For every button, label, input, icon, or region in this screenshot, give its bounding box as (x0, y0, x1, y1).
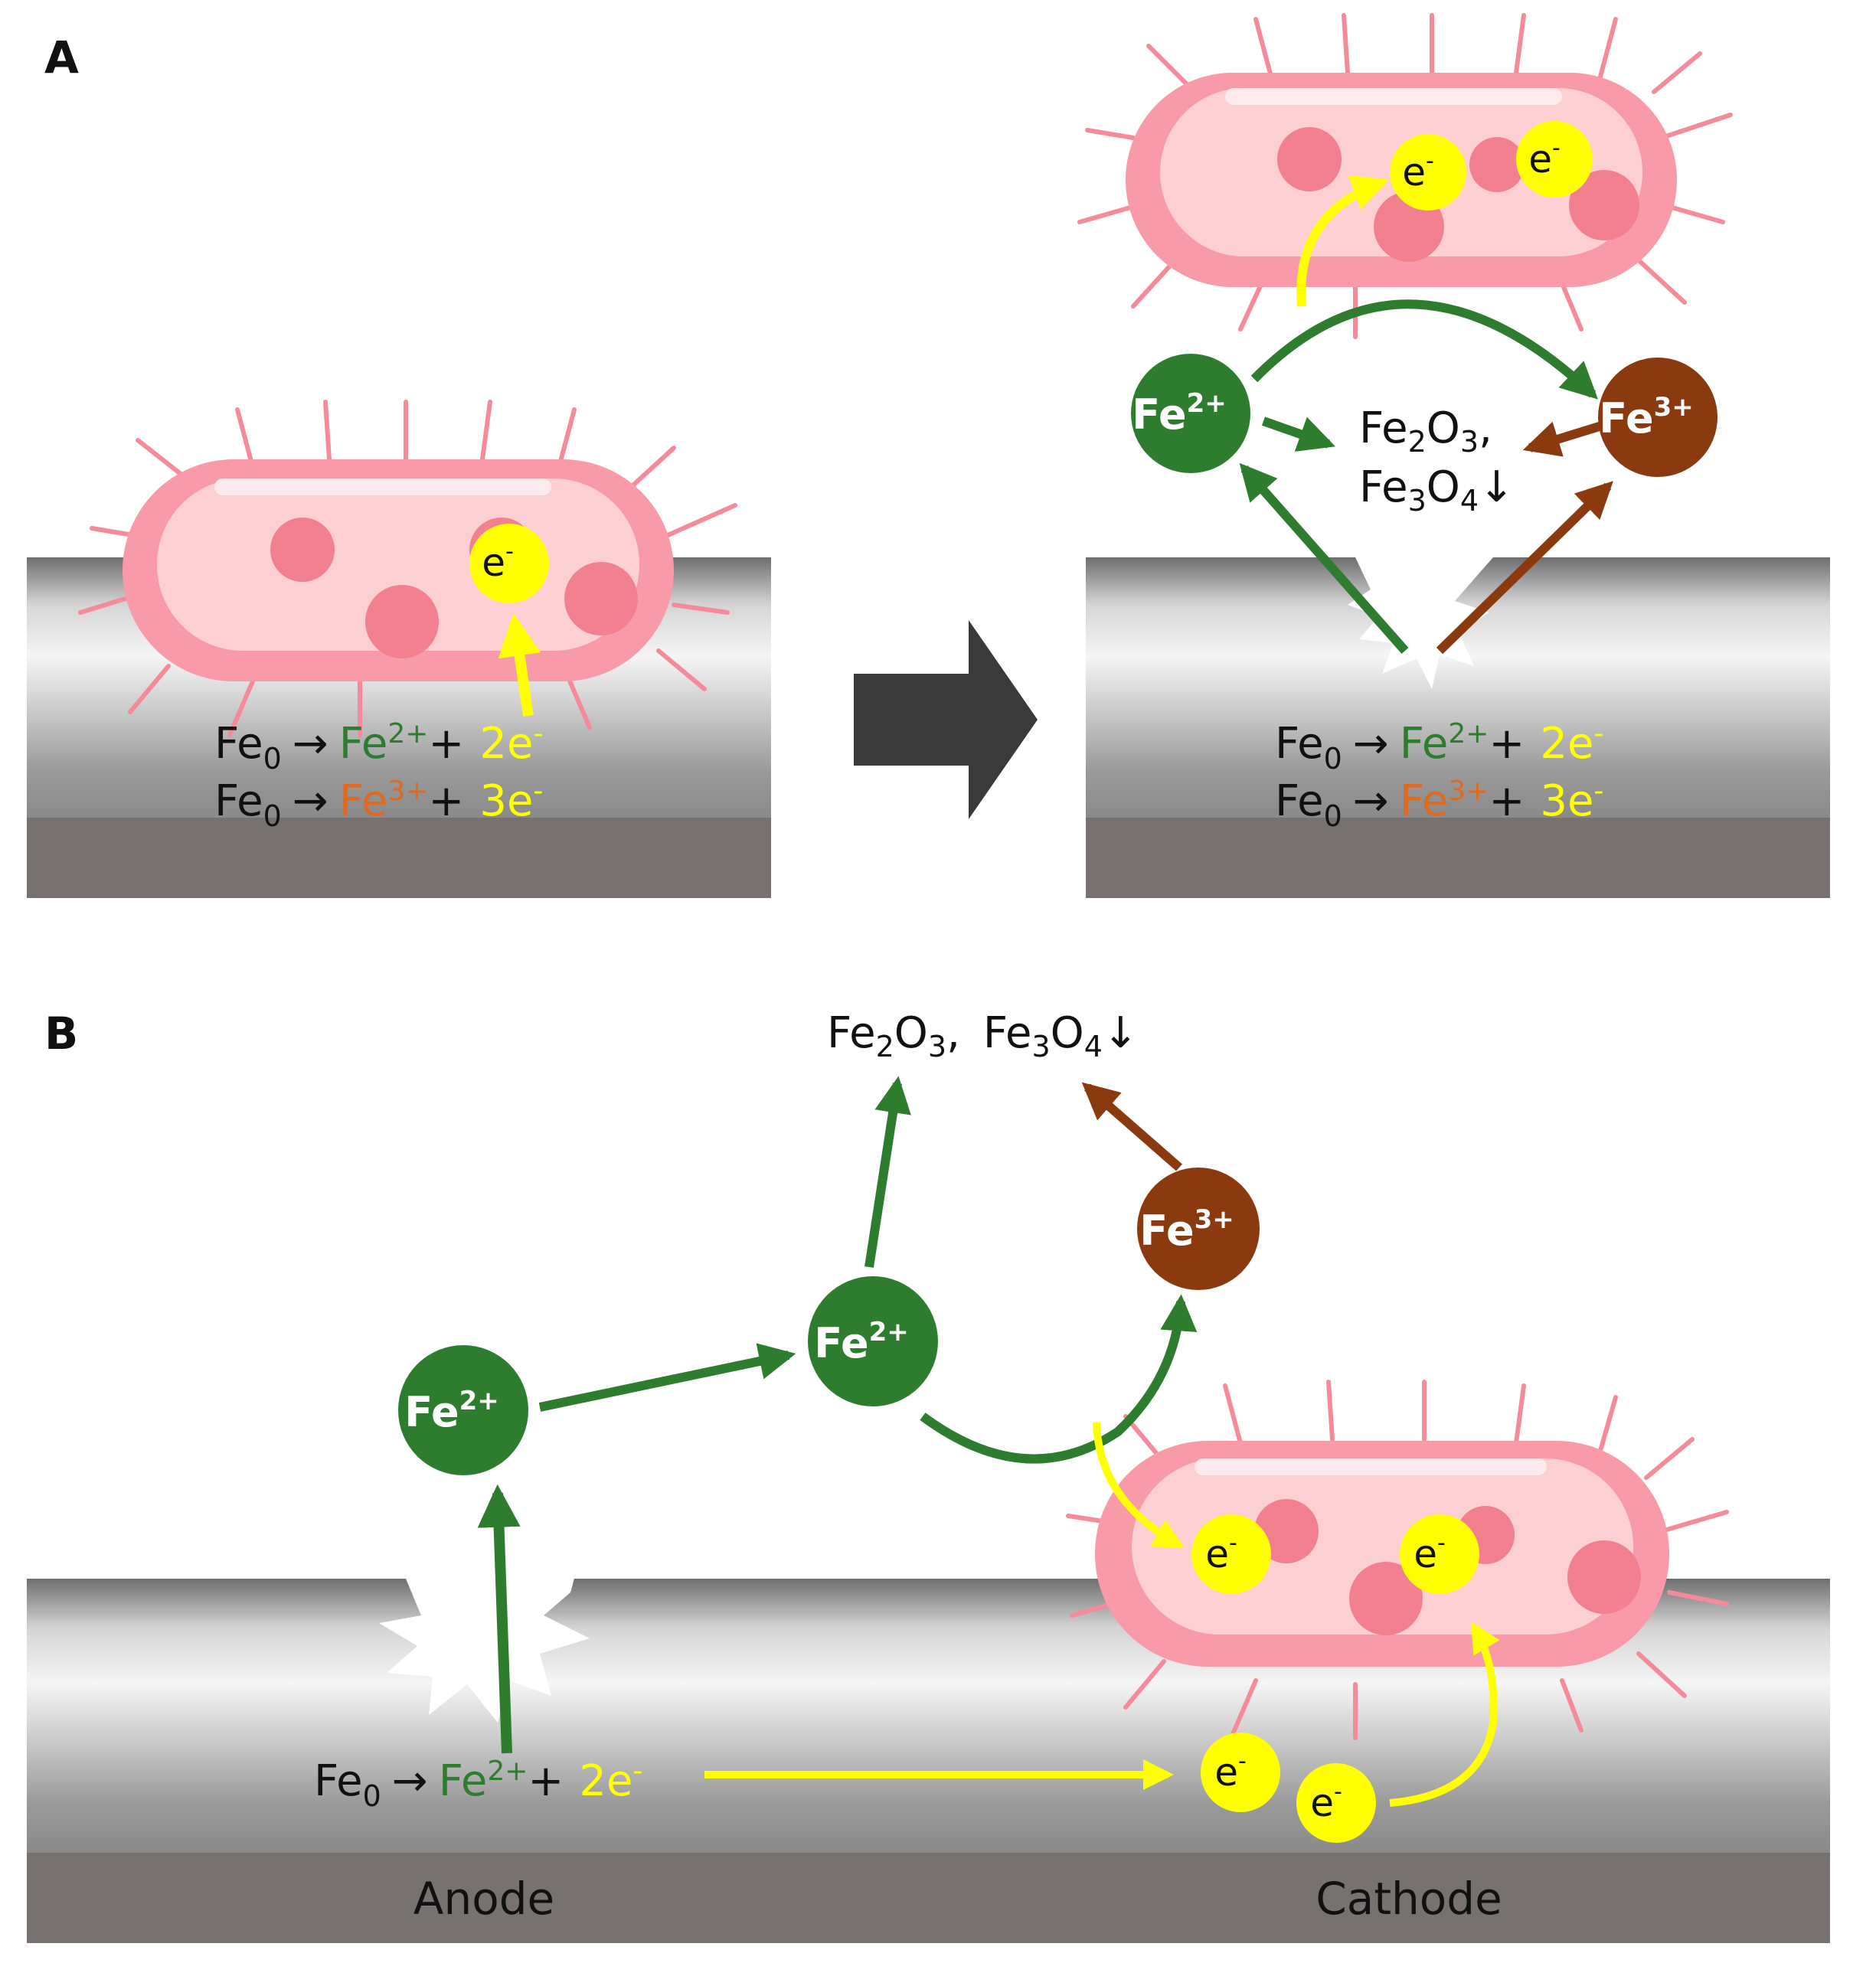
svg-text:Fe0→Fe3++3e-: Fe0→Fe3++3e- (1275, 776, 1603, 833)
svg-text:e-: e- (1310, 1778, 1342, 1825)
electron-b-bacterium-2: e- (1400, 1514, 1479, 1594)
fe3-ion-a-right: Fe3+ (1598, 358, 1717, 477)
arrow-pit-to-fe2-a-right (1239, 462, 1409, 654)
svg-text:Fe0→Fe2++2e-: Fe0→Fe2++2e- (214, 718, 543, 776)
anode-label: Anode (413, 1873, 554, 1925)
equations-a-right: Fe0→Fe2++2e- Fe0→Fe3++3e- (1275, 718, 1603, 833)
arrow-pit-to-fe3-a-right (1436, 481, 1613, 655)
electron-a-left: e- (469, 524, 549, 603)
arrow-fe3-to-oxide-a-right (1522, 420, 1606, 457)
svg-text:e-: e- (1528, 135, 1561, 181)
arrow-electron-up-a-left (498, 612, 541, 717)
svg-text:Fe2+: Fe2+ (404, 1386, 498, 1436)
equations-a-left: Fe0→Fe2++2e- Fe0→Fe3++3e- (214, 718, 543, 833)
block-arrow-right (854, 620, 1038, 819)
svg-text:Fe3+: Fe3+ (1599, 392, 1693, 443)
svg-text:Fe2O3,: Fe2O3, (1359, 403, 1492, 459)
svg-text:e-: e- (1214, 1748, 1247, 1795)
fe2-ion-a-right: Fe2+ (1131, 354, 1250, 473)
arrow-fe3-to-oxide-b (1081, 1082, 1182, 1171)
metal-block-a-right (1086, 557, 1830, 898)
electron-b-bacterium-1: e- (1191, 1514, 1271, 1594)
svg-text:Fe0→Fe2++2e-: Fe0→Fe2++2e- (314, 1756, 642, 1813)
arrow-fe2-to-fe2-b (538, 1343, 796, 1412)
arrow-electron-to-bacterium-b (1093, 1422, 1185, 1549)
panel-a-label: A (44, 31, 79, 83)
svg-text:Fe0→Fe3++3e-: Fe0→Fe3++3e- (214, 776, 543, 833)
fe2-ion-b-middle: Fe2+ (808, 1276, 938, 1406)
arrow-fe2-to-fe3-a-right (1250, 299, 1599, 400)
electron-b-metal-2: e- (1296, 1763, 1376, 1843)
equation-b: Fe0→Fe2++2e- (314, 1756, 642, 1813)
bacterium-b (1066, 1380, 1729, 1740)
arrow-fe2-to-fe3-b (920, 1294, 1198, 1464)
svg-text:Fe2O3,Fe3O4↓: Fe2O3,Fe3O4↓ (827, 1008, 1139, 1063)
cathode-label: Cathode (1315, 1873, 1502, 1925)
electron-a-right-2: e- (1516, 121, 1593, 198)
svg-text:e-: e- (1402, 148, 1434, 194)
svg-text:e-: e- (1205, 1530, 1237, 1576)
arrow-fe2-to-oxide-a-right (1262, 416, 1336, 452)
svg-text:Fe0→Fe2++2e-: Fe0→Fe2++2e- (1275, 718, 1603, 776)
arrow-fe2-to-oxide-b (864, 1076, 911, 1268)
oxide-products-b: Fe2O3,Fe3O4↓ (827, 1008, 1139, 1063)
fe3-ion-b: Fe3+ (1137, 1168, 1260, 1290)
electron-b-metal-1: e- (1201, 1733, 1280, 1812)
electron-a-right-1: e- (1390, 134, 1466, 211)
panel-b-label: B (44, 1008, 78, 1060)
svg-text:e-: e- (1414, 1530, 1446, 1576)
arrow-electron-a-right (1296, 175, 1390, 307)
svg-text:Fe3+: Fe3+ (1139, 1204, 1234, 1255)
svg-text:Fe2+: Fe2+ (1132, 388, 1226, 439)
svg-text:e-: e- (482, 538, 514, 585)
fe2-ion-b-left: Fe2+ (398, 1345, 528, 1475)
arrow-electron-up-b (1389, 1622, 1500, 1807)
svg-text:Fe3O4↓: Fe3O4↓ (1359, 462, 1515, 518)
arrow-pit-to-fe2-b (477, 1484, 521, 1754)
svg-text:Fe2+: Fe2+ (814, 1317, 908, 1367)
oxide-products-a-right: Fe2O3, Fe3O4↓ (1359, 403, 1515, 518)
